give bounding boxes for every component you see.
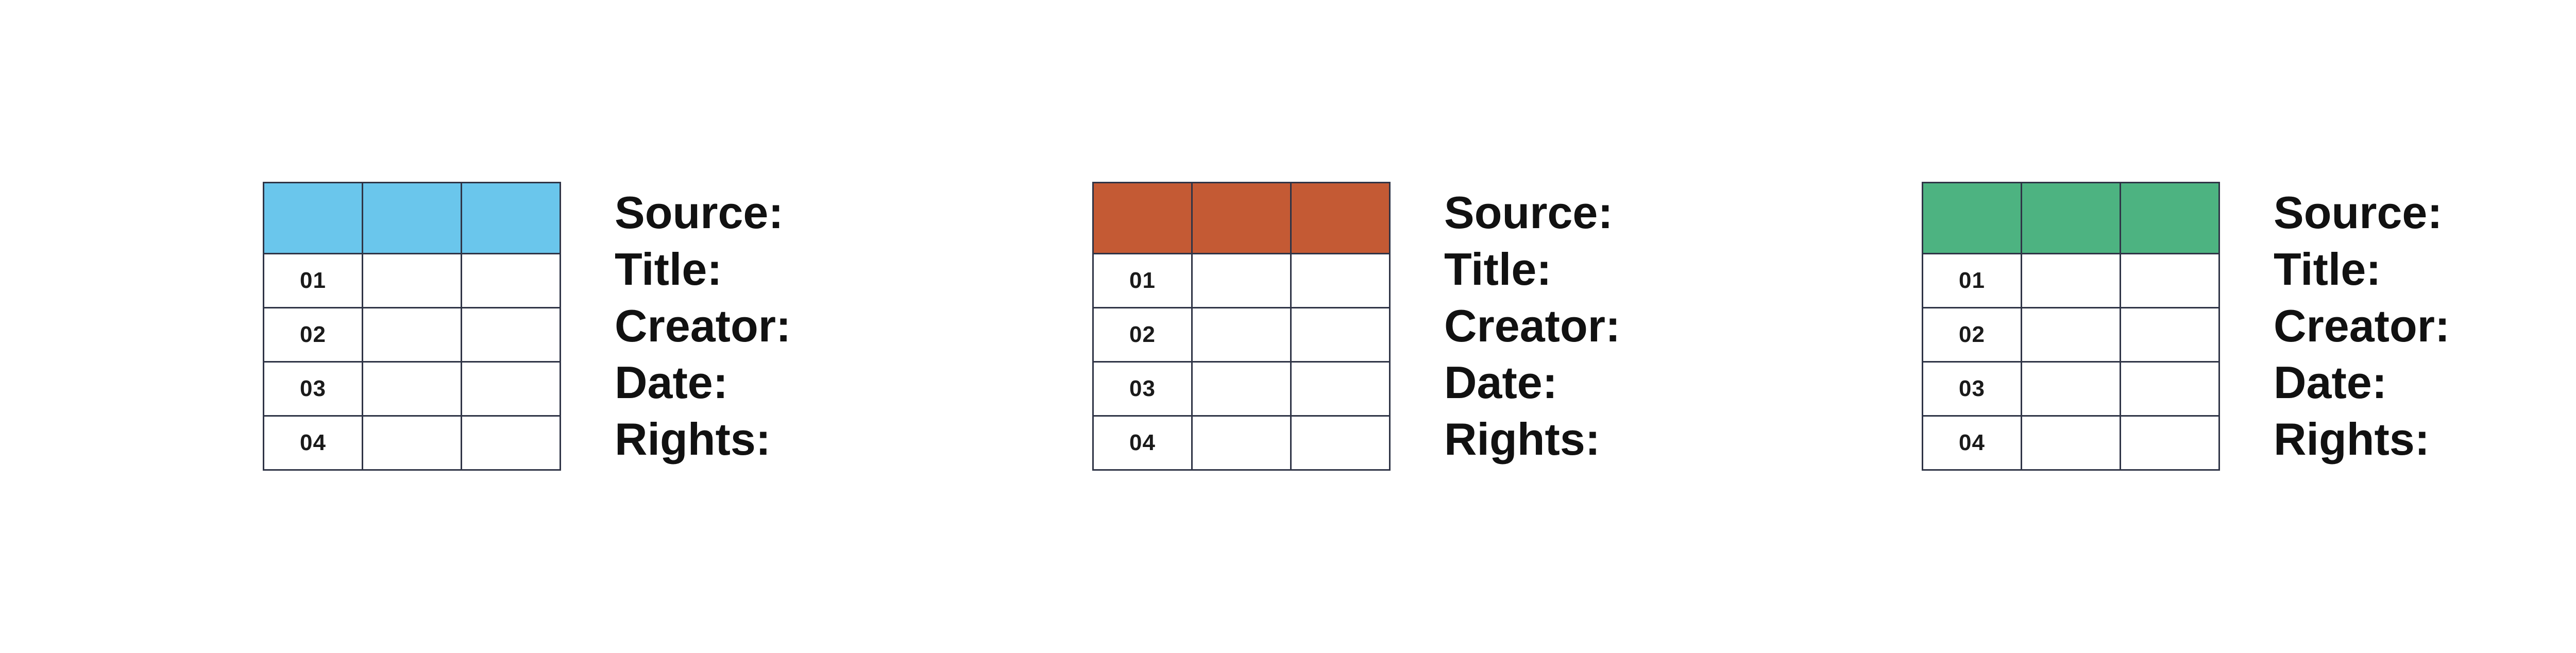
- rights-label: Rights:: [1444, 414, 1601, 465]
- table-cell: [1191, 415, 1292, 471]
- header-cell: [263, 182, 363, 254]
- source-label: Source:: [1444, 187, 1613, 238]
- header-cell: [362, 182, 462, 254]
- table-cell: [362, 415, 462, 471]
- metadata-labels: Source: Title: Creator: Date: Rights:: [2274, 184, 2450, 468]
- table-cell: [2120, 307, 2220, 363]
- record-table: 01 02 03 04: [1092, 182, 1391, 471]
- header-cell: [1191, 182, 1292, 254]
- record-table: 01 02 03 04: [263, 182, 561, 471]
- table-header-row: [263, 182, 561, 254]
- metadata-card-1: 01 02 03 04 Source: Title: Creator: Date…: [0, 0, 835, 653]
- header-cell: [1922, 182, 2022, 254]
- table-cell: [2120, 361, 2220, 417]
- row-number: 03: [1922, 361, 2022, 417]
- table-cell: [461, 415, 561, 471]
- header-cell: [2021, 182, 2121, 254]
- creator-label: Creator:: [615, 300, 791, 351]
- header-cell: [1290, 182, 1391, 254]
- table-cell: [1290, 361, 1391, 417]
- header-cell: [2120, 182, 2220, 254]
- table-cell: [1290, 307, 1391, 363]
- row-number: 02: [1922, 307, 2022, 363]
- table-cell: [1191, 307, 1292, 363]
- metadata-card-2: 01 02 03 04 Source: Title: Creator: Date…: [829, 0, 1664, 653]
- row-number: 01: [263, 253, 363, 308]
- source-label: Source:: [2274, 187, 2443, 238]
- metadata-labels: Source: Title: Creator: Date: Rights:: [1444, 184, 1620, 468]
- table-row: 04: [1922, 415, 2220, 471]
- table-cell: [1290, 253, 1391, 308]
- table-cell: [2120, 253, 2220, 308]
- table-cell: [362, 361, 462, 417]
- row-number: 02: [263, 307, 363, 363]
- header-cell: [461, 182, 561, 254]
- row-number: 04: [1922, 415, 2022, 471]
- row-number: 01: [1092, 253, 1193, 308]
- date-label: Date:: [2274, 357, 2387, 408]
- table-header-row: [1092, 182, 1391, 254]
- table-row: 03: [263, 361, 561, 417]
- row-number: 04: [1092, 415, 1193, 471]
- rights-label: Rights:: [2274, 414, 2430, 465]
- table-row: 03: [1922, 361, 2220, 417]
- table-cell: [362, 253, 462, 308]
- row-number: 03: [263, 361, 363, 417]
- table-row: 01: [1922, 253, 2220, 308]
- row-number: 01: [1922, 253, 2022, 308]
- table-cell: [1290, 415, 1391, 471]
- table-cell: [461, 361, 561, 417]
- table-cell: [2021, 307, 2121, 363]
- table-cell: [362, 307, 462, 363]
- table-row: 02: [263, 307, 561, 363]
- rights-label: Rights:: [615, 414, 771, 465]
- row-number: 04: [263, 415, 363, 471]
- record-table: 01 02 03 04: [1922, 182, 2220, 471]
- table-row: 04: [1092, 415, 1391, 471]
- table-row: 01: [263, 253, 561, 308]
- creator-label: Creator:: [1444, 300, 1621, 351]
- header-cell: [1092, 182, 1193, 254]
- table-cell: [2120, 415, 2220, 471]
- date-label: Date:: [615, 357, 728, 408]
- table-cell: [461, 307, 561, 363]
- table-cell: [2021, 415, 2121, 471]
- metadata-card-3: 01 02 03 04 Source: Title: Creator: Date…: [1659, 0, 2494, 653]
- table-cell: [1191, 253, 1292, 308]
- creator-label: Creator:: [2274, 300, 2450, 351]
- table-row: 03: [1092, 361, 1391, 417]
- table-cell: [2021, 253, 2121, 308]
- table-row: 04: [263, 415, 561, 471]
- source-label: Source:: [615, 187, 784, 238]
- table-cell: [2021, 361, 2121, 417]
- title-label: Title:: [2274, 244, 2381, 295]
- title-label: Title:: [1444, 244, 1552, 295]
- table-row: 01: [1092, 253, 1391, 308]
- row-number: 03: [1092, 361, 1193, 417]
- date-label: Date:: [1444, 357, 1558, 408]
- table-row: 02: [1922, 307, 2220, 363]
- table-cell: [1191, 361, 1292, 417]
- metadata-labels: Source: Title: Creator: Date: Rights:: [615, 184, 791, 468]
- row-number: 02: [1092, 307, 1193, 363]
- table-header-row: [1922, 182, 2220, 254]
- table-cell: [461, 253, 561, 308]
- title-label: Title:: [615, 244, 722, 295]
- table-row: 02: [1092, 307, 1391, 363]
